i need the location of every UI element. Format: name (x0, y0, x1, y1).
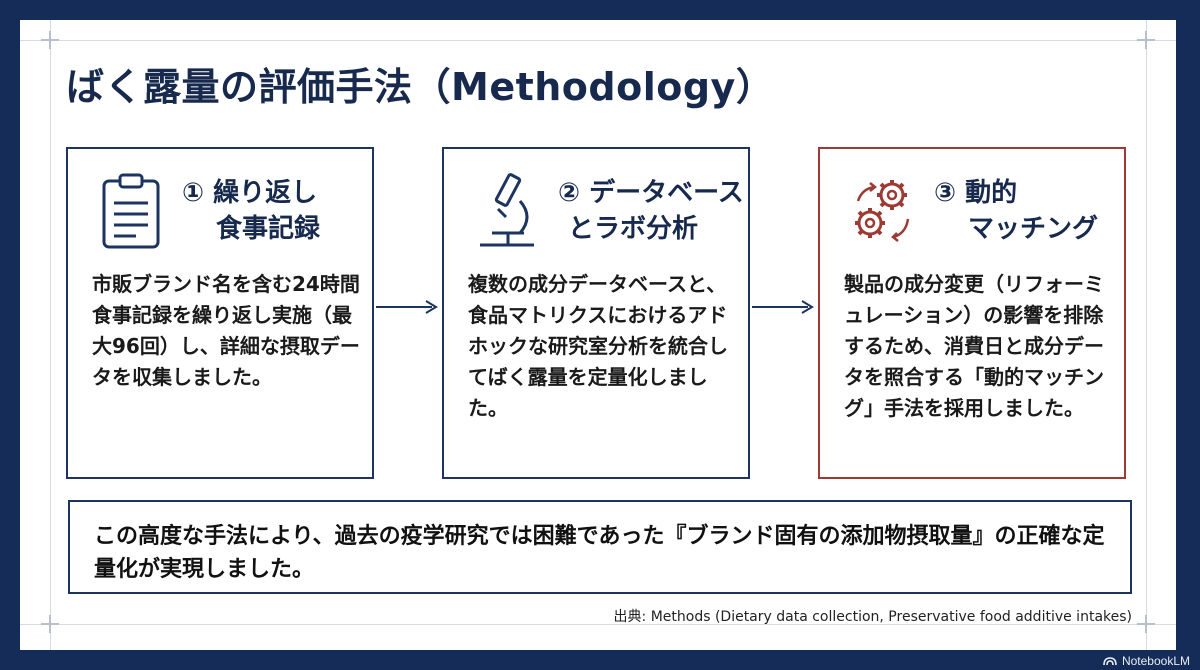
crosshair-icon (1137, 31, 1155, 49)
step-heading-line: とラボ分析 (568, 214, 699, 244)
brand-watermark: NotebookLM (1103, 654, 1190, 668)
step-heading: ③ 動的 マッチング (934, 175, 1124, 247)
page-title: ばく露量の評価手法（Methodology） (66, 65, 775, 109)
step-heading-line: ③ 動的 (934, 178, 1018, 208)
step-heading: ① 繰り返し 食事記録 (182, 175, 372, 247)
step-card-1: ① 繰り返し 食事記録 市販ブランド名を含む24時間食事記録を繰り返し実施（最大… (66, 147, 374, 479)
gears-icon (855, 180, 910, 242)
step-heading-line: マッチング (968, 214, 1099, 244)
clipboard-icon (102, 173, 160, 249)
microscope-icon (480, 173, 534, 247)
crosshair-icon (41, 615, 59, 633)
step-description: 複数の成分データベースと、食品マトリクスにおけるアドホックな研究室分析を統合して… (468, 272, 728, 420)
notebooklm-logo-icon (1103, 657, 1117, 666)
step-card-3: ③ 動的 マッチング 製品の成分変更（リフォーミュレーション）の影響を排除するた… (818, 147, 1126, 479)
summary-box: この高度な手法により、過去の疫学研究では困難であった『ブランド固有の添加物摂取量… (68, 500, 1132, 594)
step-heading-line: ① 繰り返し (182, 178, 318, 208)
arrow-right-icon (752, 300, 814, 314)
crosshair-icon (41, 31, 59, 49)
source-citation: 出典: Methods (Dietary data collection, Pr… (613, 609, 1132, 625)
arrow-right-icon (376, 300, 438, 314)
guide-line (1146, 20, 1147, 650)
step-card-2: ② データベース とラボ分析 複数の成分データベースと、食品マトリクスにおけるア… (442, 147, 750, 479)
guide-line (20, 624, 1176, 625)
step-description: 市販ブランド名を含む24時間食事記録を繰り返し実施（最大96回）し、詳細な摂取デ… (92, 272, 360, 389)
step-description: 製品の成分変更（リフォーミュレーション）の影響を排除するため、消費日と成分データ… (844, 272, 1104, 420)
guide-line (20, 40, 1176, 41)
brand-label: NotebookLM (1121, 654, 1190, 668)
step-heading-line: ② データベース (558, 178, 744, 208)
step-heading: ② データベース とラボ分析 (558, 175, 748, 247)
guide-line (50, 20, 51, 650)
step-heading-line: 食事記録 (216, 214, 321, 244)
slide: ばく露量の評価手法（Methodology） ① 繰り返し 食事記録 市販ブラン… (20, 20, 1176, 650)
crosshair-icon (1137, 615, 1155, 633)
